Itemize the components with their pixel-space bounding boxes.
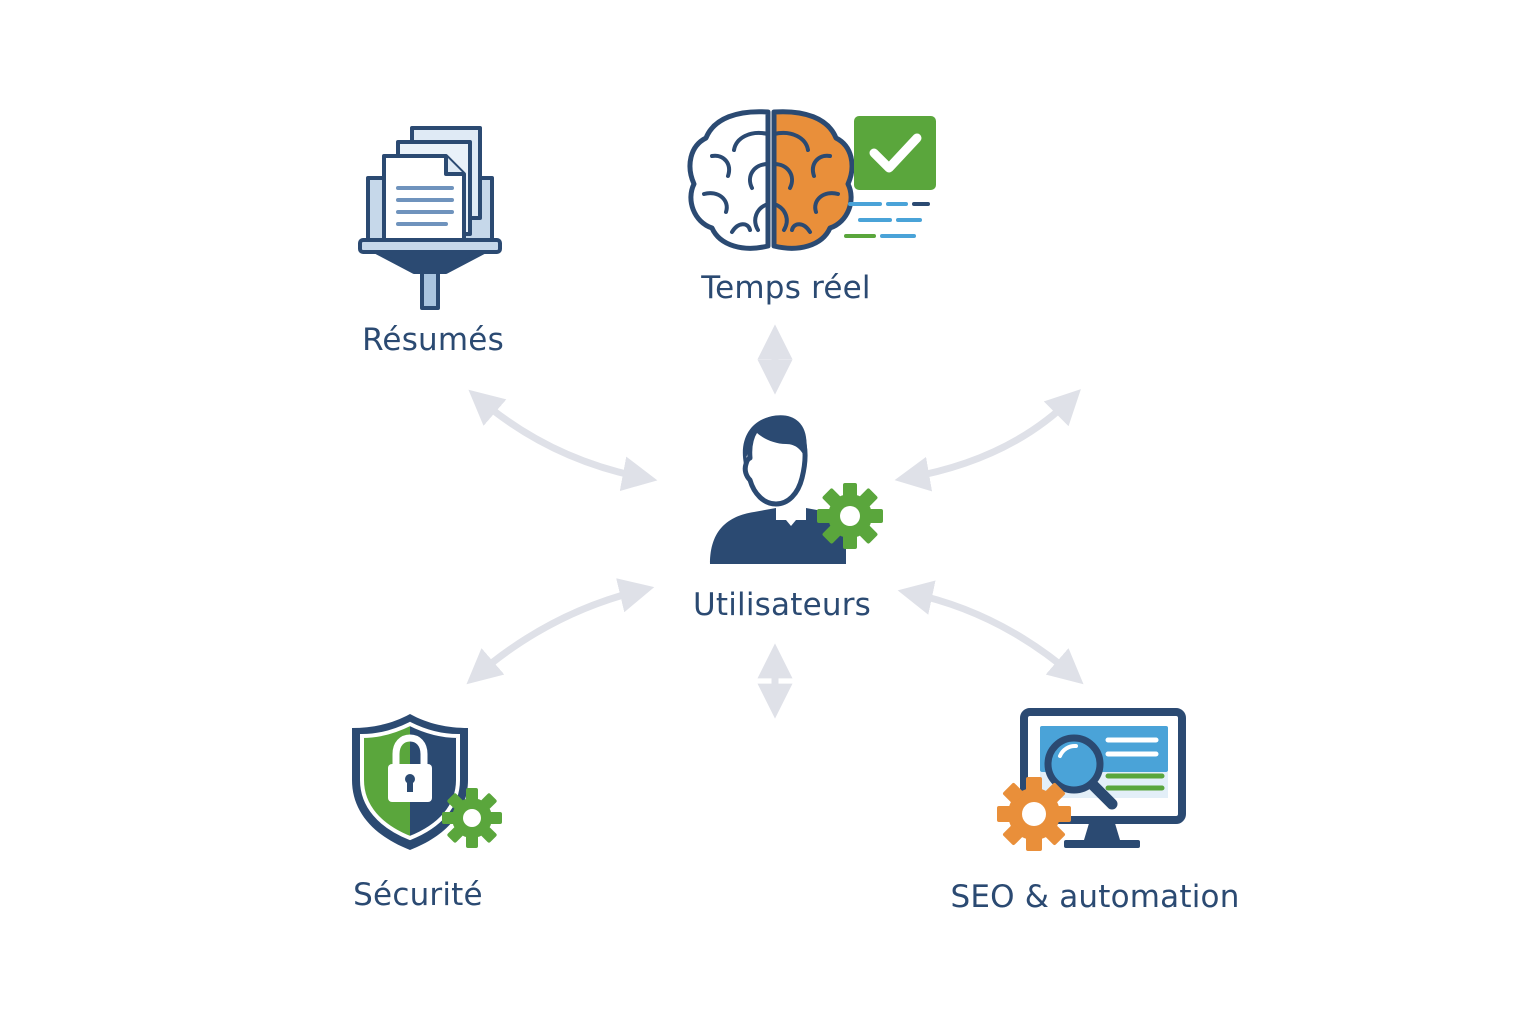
brain-check-icon [687, 109, 936, 251]
user-gear-icon [710, 415, 883, 564]
center-label-utilisateurs: Utilisateurs [692, 587, 872, 623]
monitor-search-gear-icon [997, 708, 1186, 851]
node-label-securite: Sécurité [353, 877, 483, 913]
node-label-temps-reel: Temps réel [701, 270, 871, 306]
node-label-resumes: Résumés [362, 322, 504, 358]
node-label-seo: SEO & automation [950, 879, 1240, 915]
arrow-securite [466, 578, 655, 685]
arrow-seo [897, 580, 1084, 685]
document-funnel-icon [358, 126, 502, 310]
arrow-top-right [894, 389, 1081, 492]
shield-lock-gear-icon [352, 714, 502, 850]
arrow-resumes [468, 389, 658, 492]
